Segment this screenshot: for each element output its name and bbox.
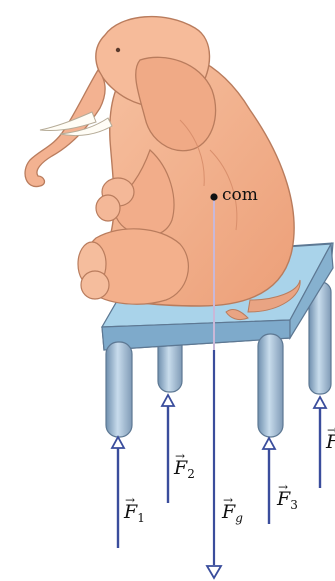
force-label-3: →F3 [277,490,298,511]
force-arrow-4 [314,397,326,488]
force-label-g: →Fg [222,503,243,524]
stool-leg-front-right [258,334,283,437]
force-arrow-1 [112,437,124,548]
force-label-4: →F [326,433,335,454]
force-arrow-2 [162,395,174,503]
stool-leg-front-left [106,342,132,437]
force-label-1: →F1 [124,503,145,524]
force-label-2: →F2 [174,459,195,480]
com-label: com [222,187,258,204]
gravity-arrowhead [207,566,221,578]
elephant [25,17,300,320]
force-arrow-3 [263,438,275,524]
center-of-mass-dot [210,193,217,200]
